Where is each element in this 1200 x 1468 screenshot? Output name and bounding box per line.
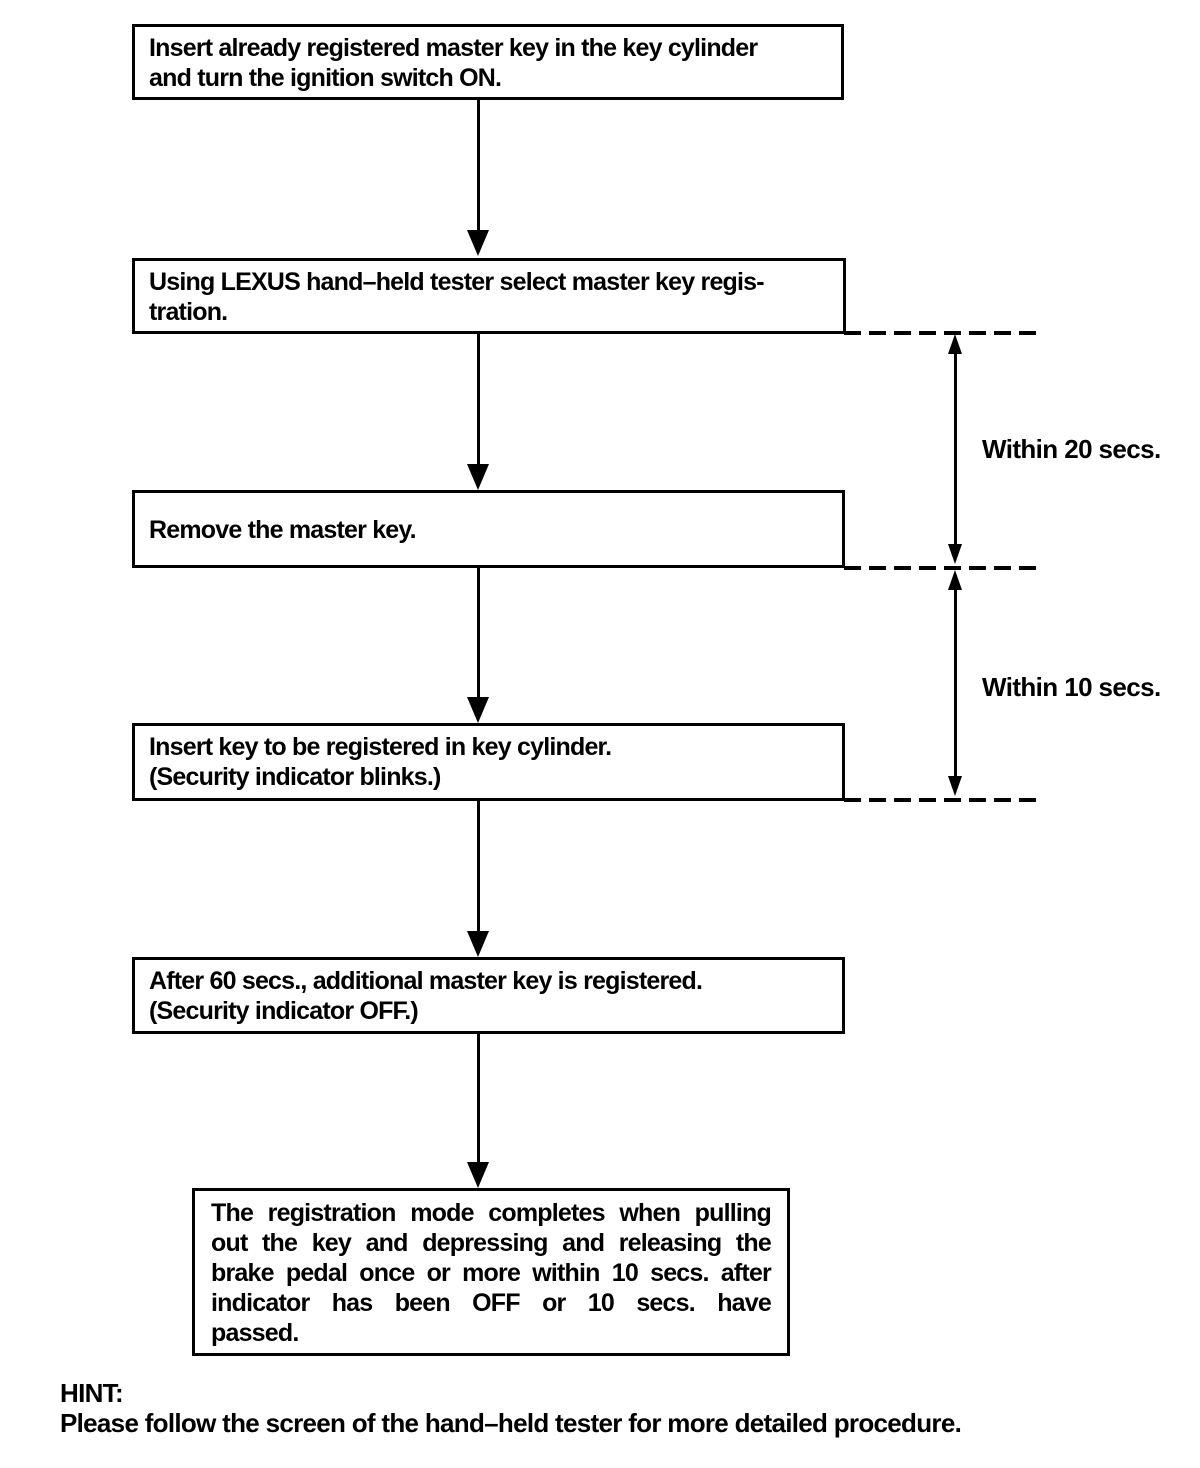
hint-title: HINT:: [60, 1378, 124, 1408]
connector-line-1: [477, 100, 480, 232]
timing-label-10-secs: Within 10 secs.: [982, 672, 1161, 702]
flow-box-key-registered: After 60 secs., additional master key is…: [132, 957, 845, 1034]
down-arrow-icon-timing-1: [948, 544, 962, 564]
hint-text: Please follow the screen of the hand–hel…: [60, 1408, 962, 1438]
dashed-line-middle: [844, 566, 1036, 570]
connector-line-4: [477, 801, 480, 933]
flow-box-select-registration: Using LEXUS hand–held tester select mast…: [132, 258, 846, 334]
text-line: passed.: [211, 1319, 299, 1347]
text-line: tration.: [149, 298, 228, 326]
connector-line-2: [477, 334, 480, 466]
hint-block: HINT: Please follow the screen of the ha…: [60, 1378, 962, 1438]
text-line: Insert already registered master key in …: [149, 34, 758, 62]
timing-label-20-secs: Within 20 secs.: [982, 434, 1161, 464]
connector-line-3: [477, 568, 480, 699]
connector-line-5: [477, 1034, 480, 1164]
flow-box-insert-new-key: Insert key to be registered in key cylin…: [132, 723, 845, 801]
flow-box-registration-complete: The registration mode completes when pul…: [192, 1188, 790, 1356]
down-arrow-icon-timing-2: [948, 776, 962, 796]
timing-arrow-line-2: [954, 584, 957, 778]
text-line: brake pedal once or more within 10 secs.…: [211, 1259, 772, 1287]
down-arrow-icon-2: [467, 464, 489, 490]
flow-box-remove-master-key: Remove the master key.: [132, 490, 845, 568]
up-arrow-icon-timing-1: [948, 334, 962, 354]
text-line: indicator has been OFF or 10 secs. have: [211, 1289, 772, 1317]
text-line: (Security indicator OFF.): [149, 997, 419, 1025]
timing-arrow-line-1: [954, 348, 957, 548]
text-line: Remove the master key.: [149, 516, 417, 544]
text-line: and turn the ignition switch ON.: [149, 64, 502, 92]
flow-box-insert-master-key: Insert already registered master key in …: [132, 24, 844, 100]
down-arrow-icon-1: [467, 230, 489, 256]
text-line: Using LEXUS hand–held tester select mast…: [149, 268, 765, 296]
text-line: The registration mode completes when pul…: [211, 1199, 772, 1227]
dashed-line-bottom: [844, 798, 1036, 802]
text-line: (Security indicator blinks.): [149, 763, 441, 791]
dashed-line-top: [844, 331, 1036, 335]
up-arrow-icon-timing-2: [948, 570, 962, 590]
down-arrow-icon-3: [467, 697, 489, 723]
text-line: After 60 secs., additional master key is…: [149, 967, 703, 995]
down-arrow-icon-4: [467, 931, 489, 957]
text-line: out the key and depressing and releasing…: [211, 1229, 772, 1257]
down-arrow-icon-5: [467, 1162, 489, 1188]
text-line: Insert key to be registered in key cylin…: [149, 733, 612, 761]
